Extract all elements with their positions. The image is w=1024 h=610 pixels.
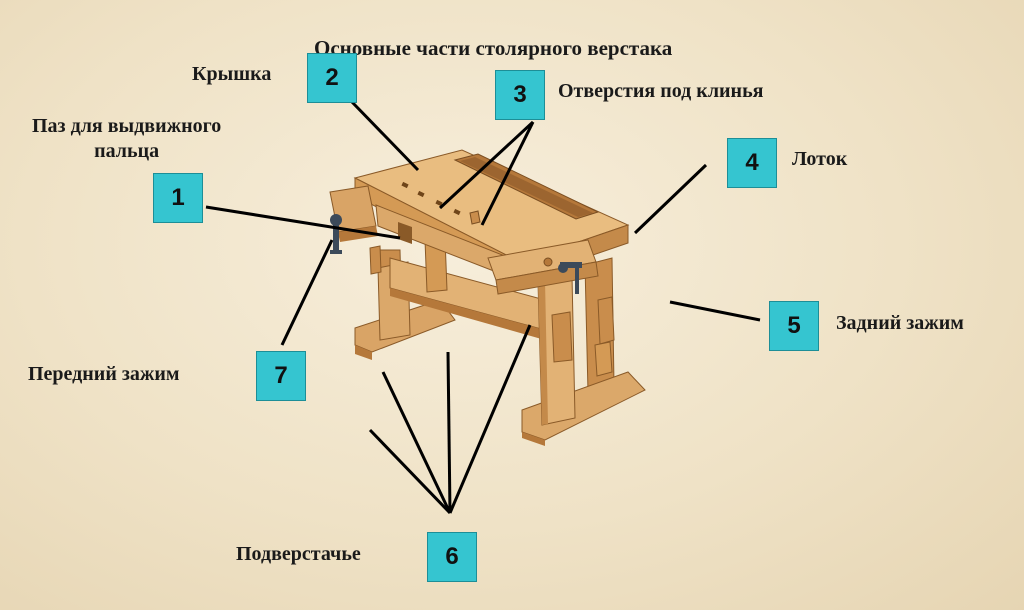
leader-line-5 <box>669 300 761 322</box>
badge-6: 6 <box>427 532 477 582</box>
label-part-7: Передний зажим <box>28 363 180 385</box>
badge-5: 5 <box>769 301 819 351</box>
leader-line-6b <box>381 371 452 514</box>
badge-4: 4 <box>727 138 777 188</box>
badge-1: 1 <box>153 173 203 223</box>
workbench-base <box>354 237 646 446</box>
leader-line-6a <box>368 428 452 515</box>
diagram-title: Основные части столярного верстака <box>314 36 673 60</box>
leader-line-2 <box>350 100 420 172</box>
badge-2: 2 <box>307 53 357 103</box>
leader-line-3b <box>480 121 535 226</box>
leader-line-6d <box>448 324 532 514</box>
leader-line-1 <box>205 205 401 240</box>
badge-7: 7 <box>256 351 306 401</box>
label-part-6: Подверстачье <box>236 543 361 565</box>
label-part-4: Лоток <box>792 148 848 170</box>
leader-line-3a <box>438 120 535 210</box>
leader-line-7 <box>280 239 334 346</box>
label-part-5: Задний зажим <box>836 312 964 334</box>
leader-line-6c <box>446 351 452 514</box>
leader-line-4 <box>633 163 708 235</box>
leader-lines <box>205 100 761 515</box>
badge-3: 3 <box>495 70 545 120</box>
label-part-1: Паз для выдвижного пальца <box>32 115 222 162</box>
label-part-3: Отверстия под клинья <box>558 80 764 102</box>
label-part-2: Крышка <box>192 63 272 85</box>
